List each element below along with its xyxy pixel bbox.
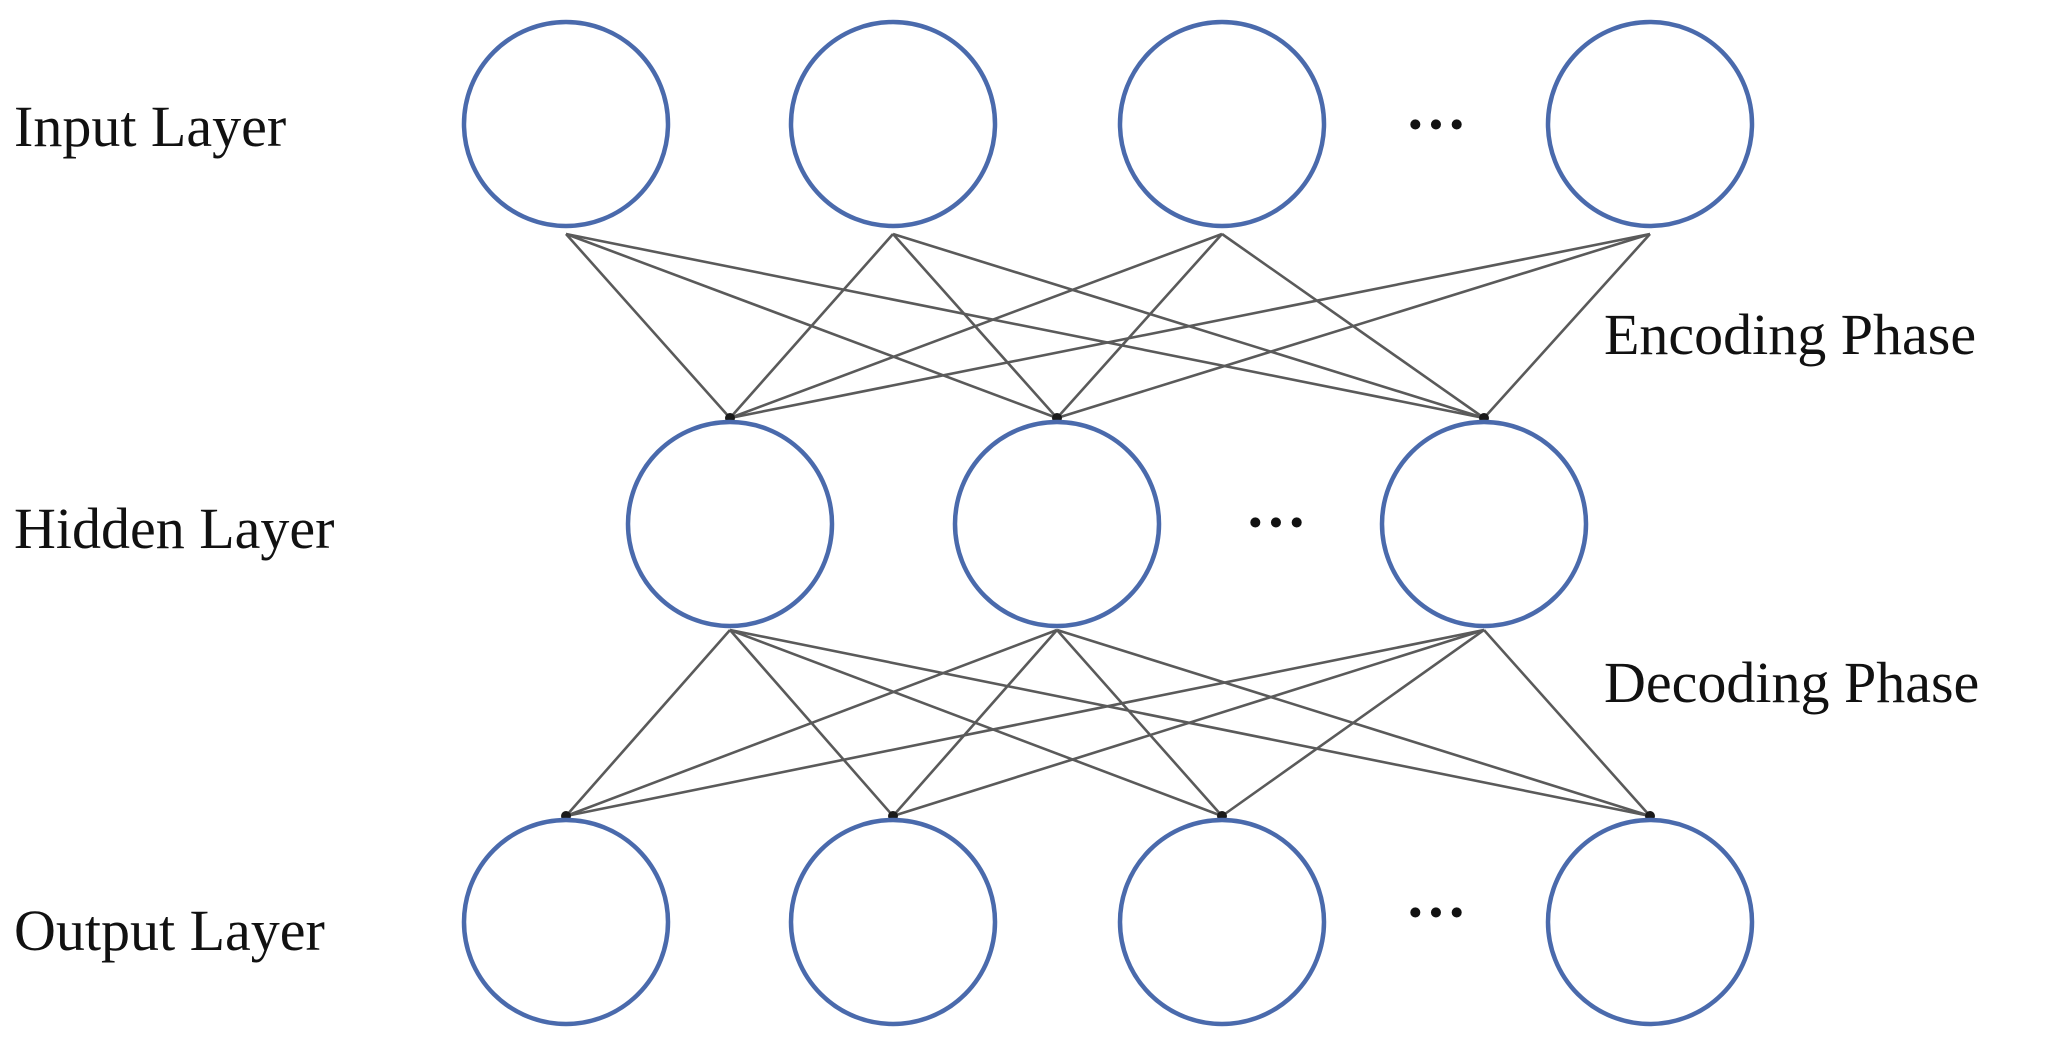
input-node-2 [788, 19, 998, 229]
decoding-connection-2-2 [1221, 628, 1485, 818]
hidden-layer-ellipsis: ··· [1245, 489, 1307, 557]
connections [561, 232, 1655, 821]
encoding-connection-1-0 [729, 233, 894, 419]
hidden-node-3 [1379, 419, 1589, 629]
encoding-connection-2-1 [1056, 233, 1223, 419]
input-node-1 [461, 19, 671, 229]
input-node-4 [1545, 19, 1755, 229]
input-layer-ellipsis: ··· [1405, 91, 1467, 159]
neurons [461, 19, 1755, 1027]
input-node-3 [1117, 19, 1327, 229]
decoding-connection-2-0 [565, 628, 1485, 818]
encoding-connection-3-2 [1483, 233, 1651, 419]
input-layer-label: Input Layer [14, 94, 286, 159]
output-layer-ellipsis: ··· [1405, 879, 1467, 947]
decoding-connection-1-2 [1056, 629, 1223, 817]
encoding-connection-3-0 [729, 232, 1651, 420]
hidden-node-1 [625, 419, 835, 629]
output-node-1 [461, 817, 671, 1027]
decoding-connection-1-1 [892, 629, 1058, 817]
encoding-connection-0-2 [565, 232, 1485, 420]
decoding-connection-2-1 [892, 628, 1485, 818]
output-node-2 [788, 817, 998, 1027]
encoding-connection-3-1 [1056, 232, 1651, 420]
output-node-3 [1117, 817, 1327, 1027]
output-node-4 [1545, 817, 1755, 1027]
encoding-phase-label: Encoding Phase [1604, 302, 1976, 367]
encoding-connection-2-0 [729, 232, 1223, 420]
decoding-connection-1-0 [565, 628, 1058, 818]
hidden-layer-label: Hidden Layer [14, 496, 334, 561]
hidden-node-2 [952, 419, 1162, 629]
encoding-connection-0-0 [565, 233, 731, 419]
output-layer-label: Output Layer [14, 898, 325, 963]
decoding-connection-0-0 [565, 629, 731, 817]
decoding-phase-label: Decoding Phase [1604, 650, 1979, 715]
decoding-connection-2-3 [1483, 629, 1651, 817]
